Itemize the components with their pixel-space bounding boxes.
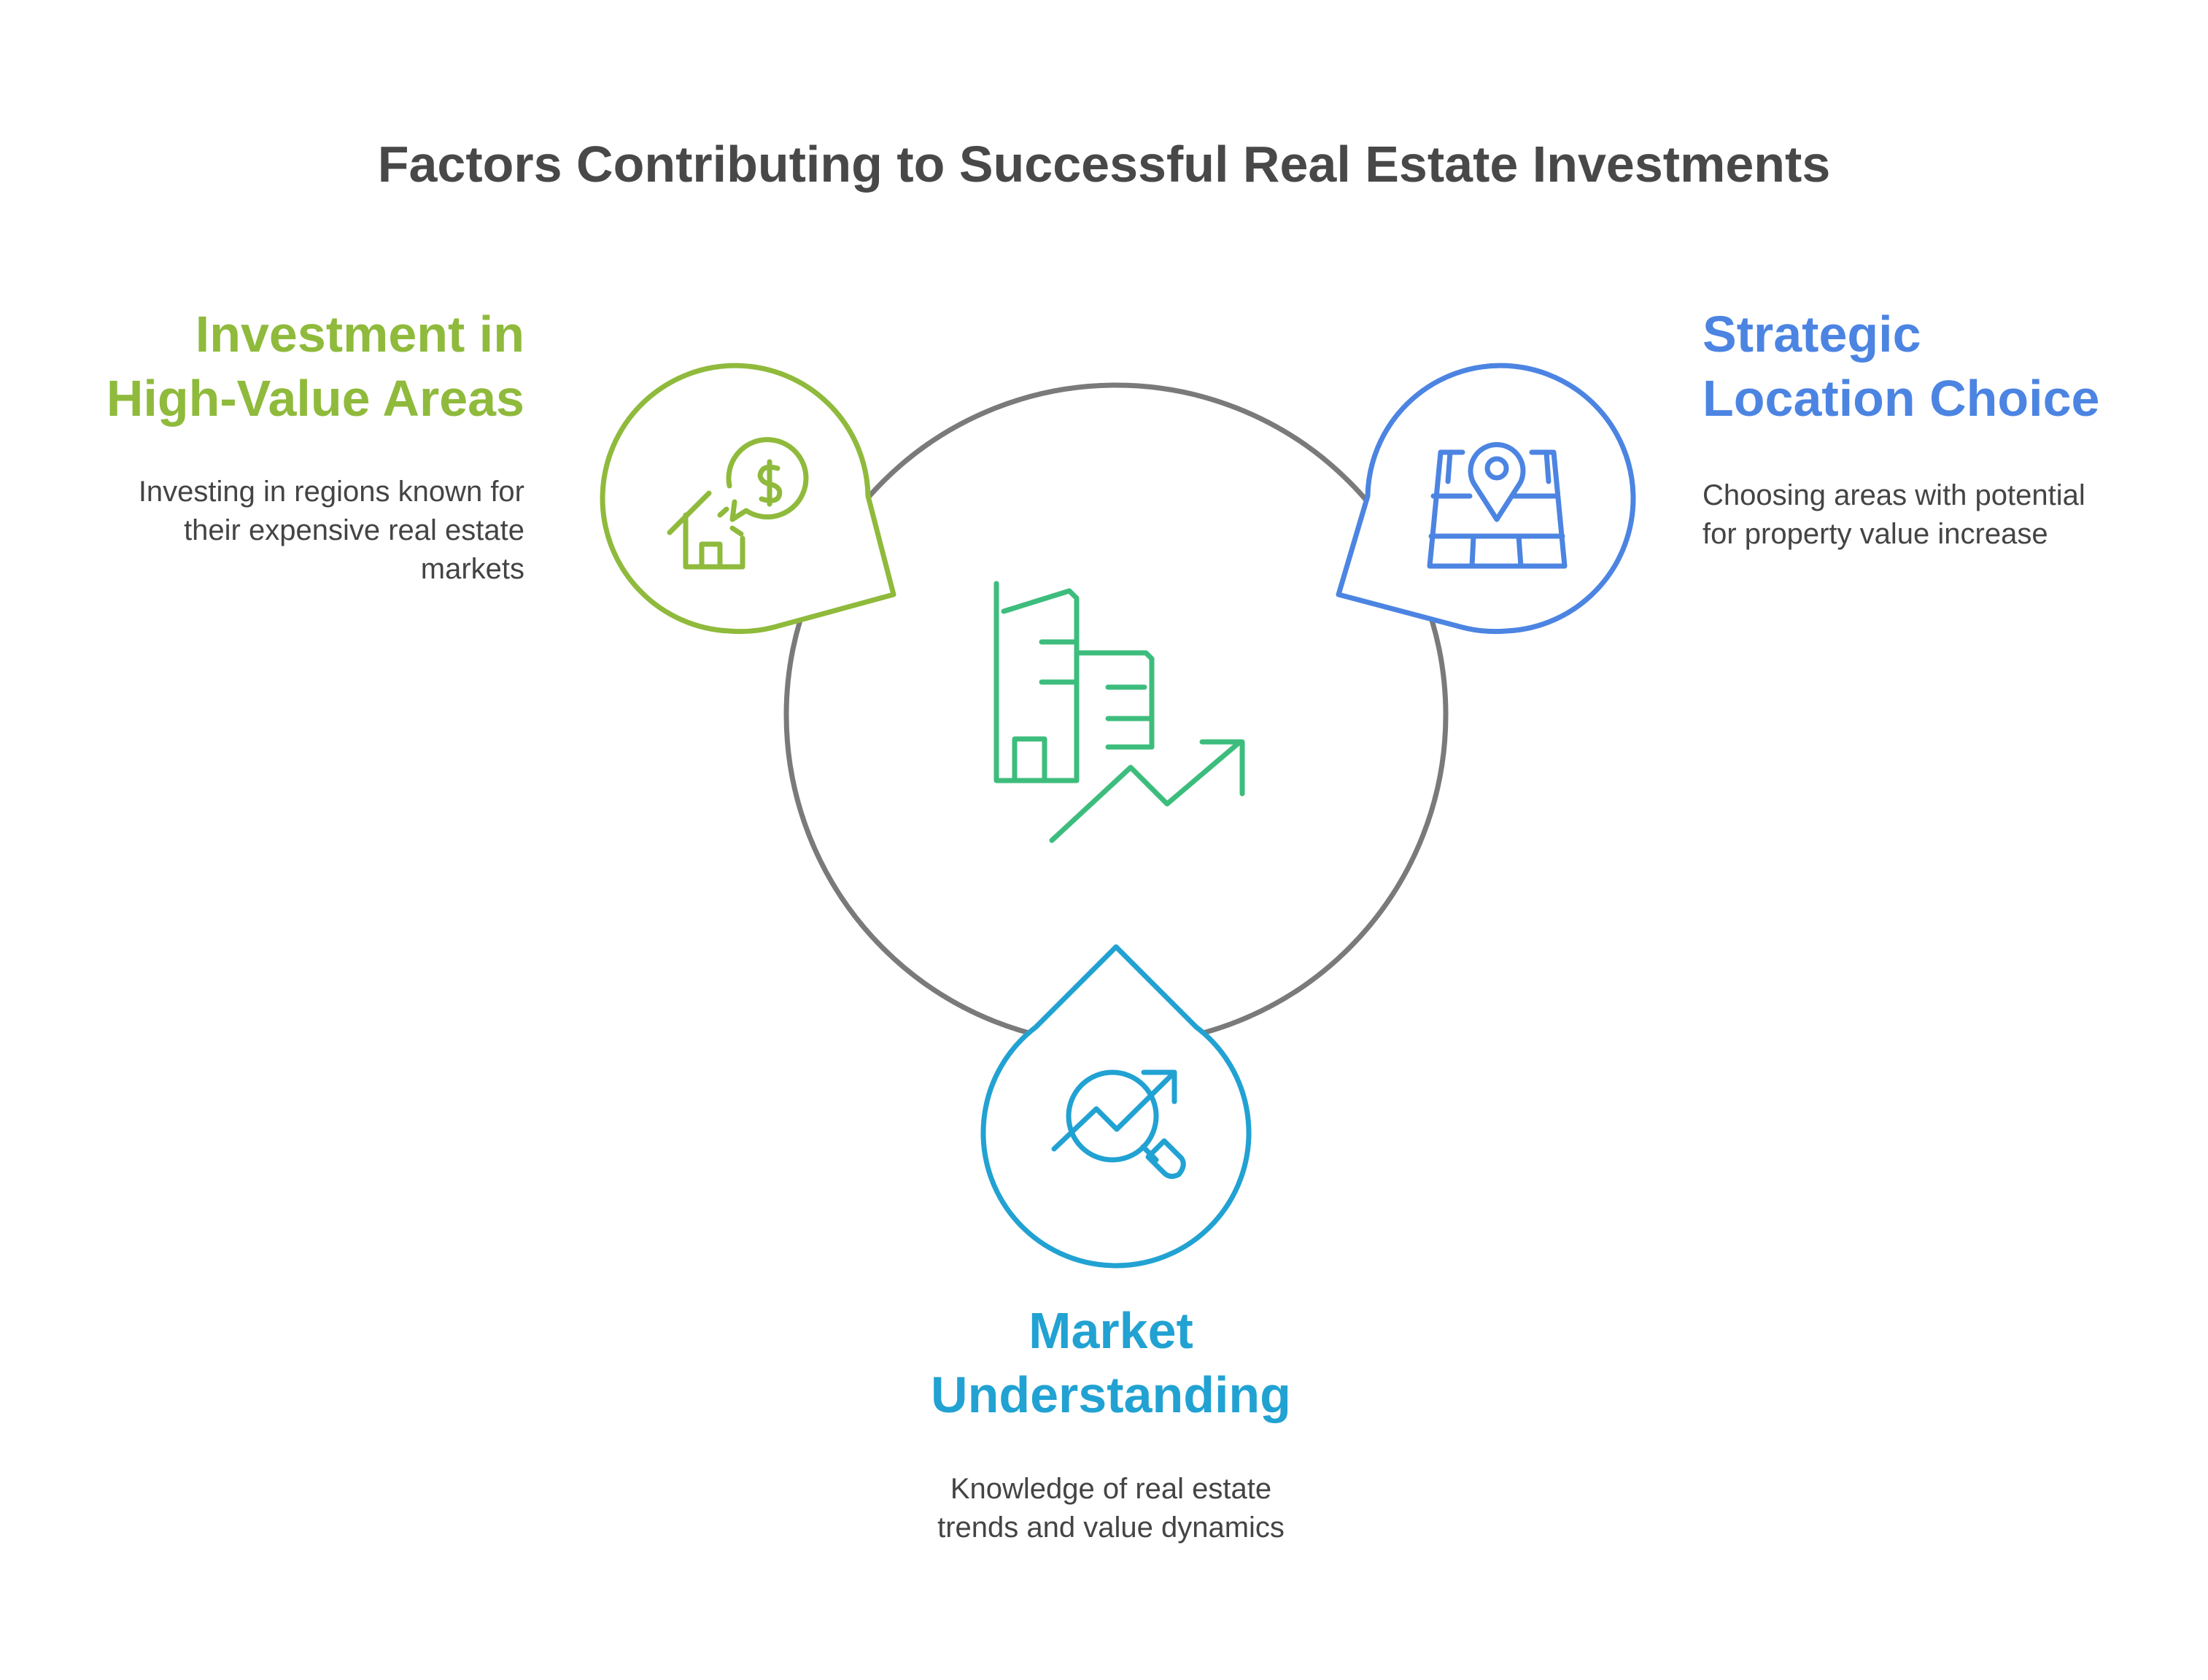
- factor-heading-left: Investment in High-Value Areas: [106, 306, 524, 427]
- house-dollar-icon: [667, 437, 809, 570]
- factor-description-right: Choosing areas with potential for proper…: [1703, 479, 2085, 550]
- buildings-growth-icon: [993, 581, 1245, 843]
- factor-description-left: Investing in regions known for their exp…: [138, 476, 524, 585]
- market-analysis-icon: [1051, 1069, 1186, 1180]
- factor-heading-bottom: Market Understanding: [931, 1302, 1291, 1423]
- diagram-title: Factors Contributing to Successful Real …: [377, 136, 1831, 193]
- factor-shape-left: [600, 363, 896, 635]
- map-pin-icon: [1427, 442, 1568, 569]
- factor-description-bottom: Knowledge of real estate trends and valu…: [937, 1473, 1285, 1544]
- factor-heading-right: Strategic Location Choice: [1703, 306, 2100, 427]
- factor-shape-bottom: [980, 944, 1252, 1269]
